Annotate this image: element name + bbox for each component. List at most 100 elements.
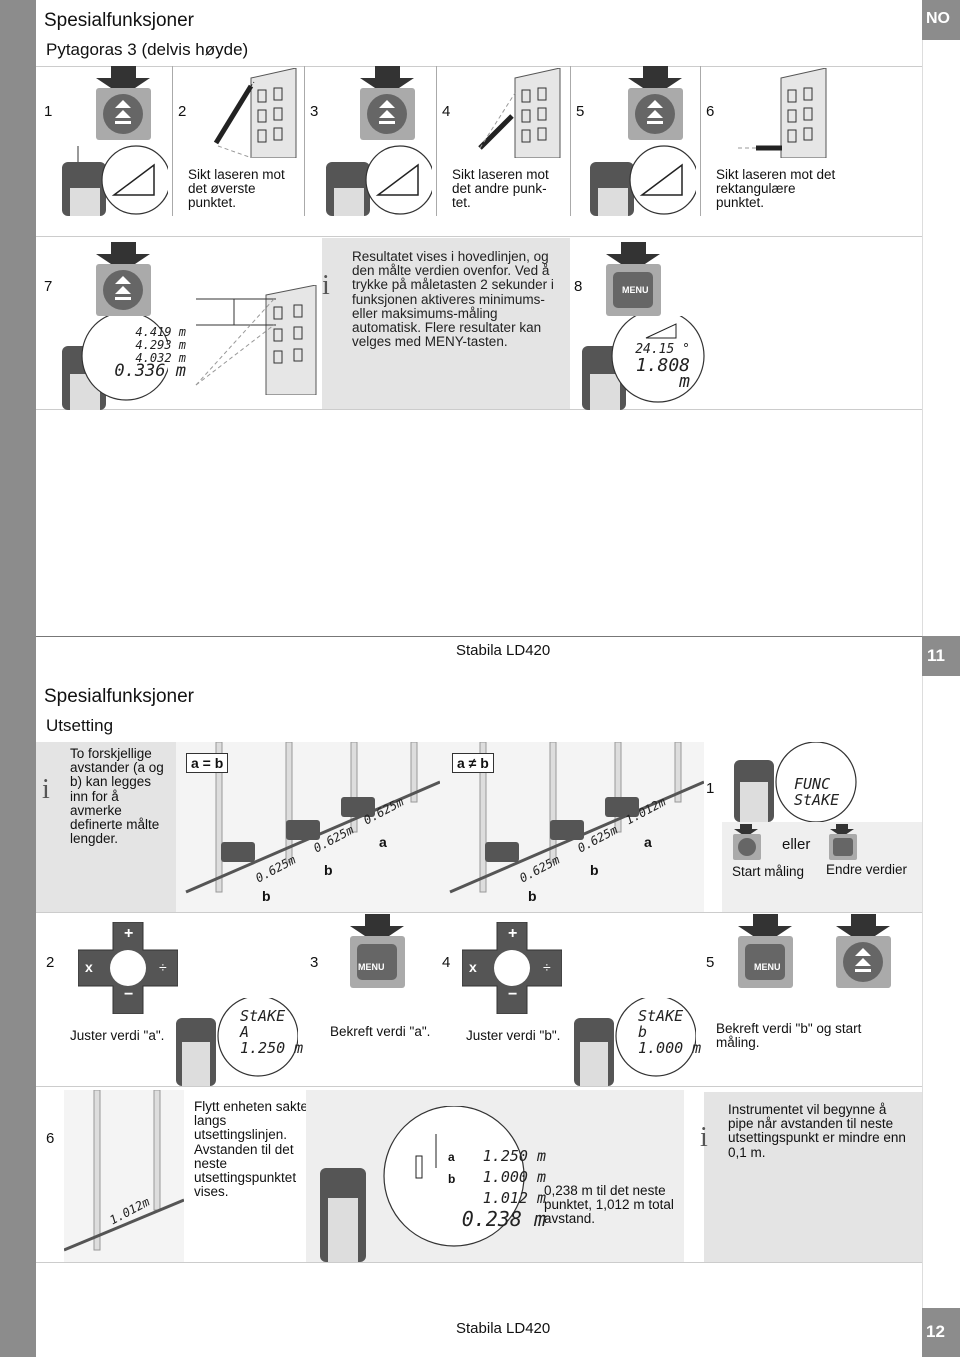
lcd-display-8: 24.15 ° 1.808 m: [626, 342, 690, 392]
lcd-main-value: 1.808 m: [635, 355, 690, 392]
step-number: 5: [576, 103, 585, 120]
lcd-line: FUNC: [794, 775, 831, 793]
step-number: 6: [46, 1130, 55, 1147]
page-12: Spesialfunksjoner Utsetting i To forskje…: [36, 636, 960, 1357]
subtitle: Pytagoras 3 (delvis høyde): [46, 40, 249, 59]
step-number: 2: [46, 954, 55, 971]
letter-b: b: [448, 1172, 456, 1186]
right-margin-top: [922, 40, 960, 637]
lcd-line: 1.000 m: [638, 1039, 702, 1057]
letter-b: b: [590, 862, 599, 878]
times-key[interactable]: x: [469, 959, 477, 975]
unequal-label: a ≠ b: [452, 753, 494, 773]
step-caption: Sikt laseren mot det rektangulære punkte…: [716, 167, 836, 211]
lcd-line: A: [240, 1023, 250, 1041]
laser-device-icon: [326, 145, 432, 216]
lcd-line: 4.419 m: [135, 325, 186, 339]
divide-key[interactable]: ÷: [543, 959, 551, 975]
lcd-line: 4.032 m: [135, 351, 186, 365]
info-text: Resultatet vises i hovedlinjen, og den m…: [352, 249, 554, 350]
lcd-line: 24.15 °: [635, 342, 690, 357]
left-margin-bar: [0, 0, 36, 1357]
measure-button-icon[interactable]: [826, 914, 906, 989]
step-number: 3: [310, 954, 319, 971]
step-number: 2: [178, 103, 187, 120]
remaining-distance-text: 0,238 m til det neste punktet, 1,012 m t…: [544, 1183, 674, 1227]
menu-button-icon[interactable]: [728, 914, 808, 989]
step-number: 3: [310, 103, 319, 120]
laser-device-display: [582, 316, 705, 410]
info-box: [36, 742, 176, 912]
change-values-label: Endre verdier: [826, 862, 908, 877]
menu-label: MENU: [622, 285, 649, 295]
start-measure-label: Start måling: [732, 864, 805, 879]
measure-button-icon: [628, 66, 683, 140]
step-number: 4: [442, 103, 451, 120]
measure-button-icon: [360, 66, 415, 140]
lcd-line: 1.250 m: [482, 1147, 546, 1165]
lang-code: NO: [926, 10, 950, 27]
step-caption: Bekreft verdi "b" og start måling.: [716, 1021, 862, 1051]
menu-button-icon[interactable]: [826, 824, 860, 860]
menu-button-icon: [606, 242, 661, 316]
step-number: 7: [44, 278, 53, 295]
laser-device-display: [62, 316, 168, 410]
section-title: Spesialfunksjoner: [44, 686, 194, 707]
step-caption: Juster verdi "b".: [466, 1028, 561, 1043]
right-margin-bottom: [922, 676, 960, 1308]
lcd-main-value: 0.336 m: [114, 361, 186, 381]
step-number: 4: [442, 954, 451, 971]
building-laser-diagram: [478, 68, 561, 158]
lcd-display-stake-b: StAKE b 1.000 m: [638, 1008, 701, 1056]
keypad-icon[interactable]: [78, 922, 178, 1014]
step-number: 8: [574, 278, 583, 295]
lcd-display-6: 1.250 m 1.000 m 1.012 m 0.238 m: [460, 1146, 546, 1230]
menu-label: MENU: [358, 962, 385, 972]
subtitle: Utsetting: [46, 716, 114, 735]
laser-device-icon: [590, 145, 696, 216]
stakeout-unequal-diagram: [440, 742, 704, 912]
lcd-display-stake-a: StAKE A 1.250 m: [240, 1008, 303, 1056]
step-number: 6: [706, 103, 715, 120]
step-caption: Flytt enheten sakte langs utsettingslinj…: [194, 1099, 309, 1200]
lcd-line: StAKE: [638, 1007, 684, 1025]
lcd-main-value: 0.238 m: [461, 1207, 546, 1231]
letter-a: a: [448, 1150, 455, 1164]
page-number-tab-11: 11: [922, 636, 960, 676]
step-number: 1: [44, 103, 53, 120]
footer: Stabila LD420: [456, 642, 551, 659]
info-icon: i: [700, 1122, 708, 1153]
laser-device-display: [176, 998, 298, 1086]
times-key[interactable]: x: [85, 959, 93, 975]
laser-device-icon: [62, 145, 168, 216]
divide-key[interactable]: ÷: [159, 959, 167, 975]
step-number: 5: [706, 954, 715, 971]
info-box: [322, 238, 570, 409]
measure-button-icon: [96, 66, 151, 140]
info-text: To forskjellige avstander (a og b) kan l…: [70, 746, 164, 847]
keypad-icon[interactable]: [462, 922, 562, 1014]
laser-device-display: [574, 998, 696, 1086]
page-11: Spesialfunksjoner Pytagoras 3 (delvis hø…: [36, 0, 960, 659]
lcd-line: 1.250 m: [240, 1039, 304, 1057]
stakeout-wall-diagram: [64, 1090, 184, 1262]
menu-button-icon[interactable]: [340, 914, 420, 989]
step-caption: Bekreft verdi "a".: [330, 1024, 431, 1039]
lcd-line: StAKE: [240, 1007, 286, 1025]
info-box: [704, 1092, 922, 1262]
lcd-line: 1.012 m: [482, 1189, 546, 1207]
lcd-display-7: 4.419 m 4.293 m 4.032 m 0.336 m: [104, 325, 186, 381]
minus-key[interactable]: −: [508, 986, 518, 1003]
step-number: 1: [706, 780, 715, 797]
measure-button-icon[interactable]: [730, 824, 764, 860]
lcd-line: b: [638, 1023, 648, 1041]
plus-key[interactable]: +: [508, 925, 518, 942]
lang-tab: NO: [922, 0, 960, 40]
page-number: 12: [926, 1322, 945, 1341]
equal-label: a = b: [186, 753, 229, 773]
page-number-tab-12: 12: [922, 1308, 960, 1357]
laser-device-display: [734, 742, 857, 822]
plus-key[interactable]: +: [124, 925, 134, 942]
footer: Stabila LD420: [456, 1320, 551, 1337]
minus-key[interactable]: −: [124, 986, 134, 1003]
